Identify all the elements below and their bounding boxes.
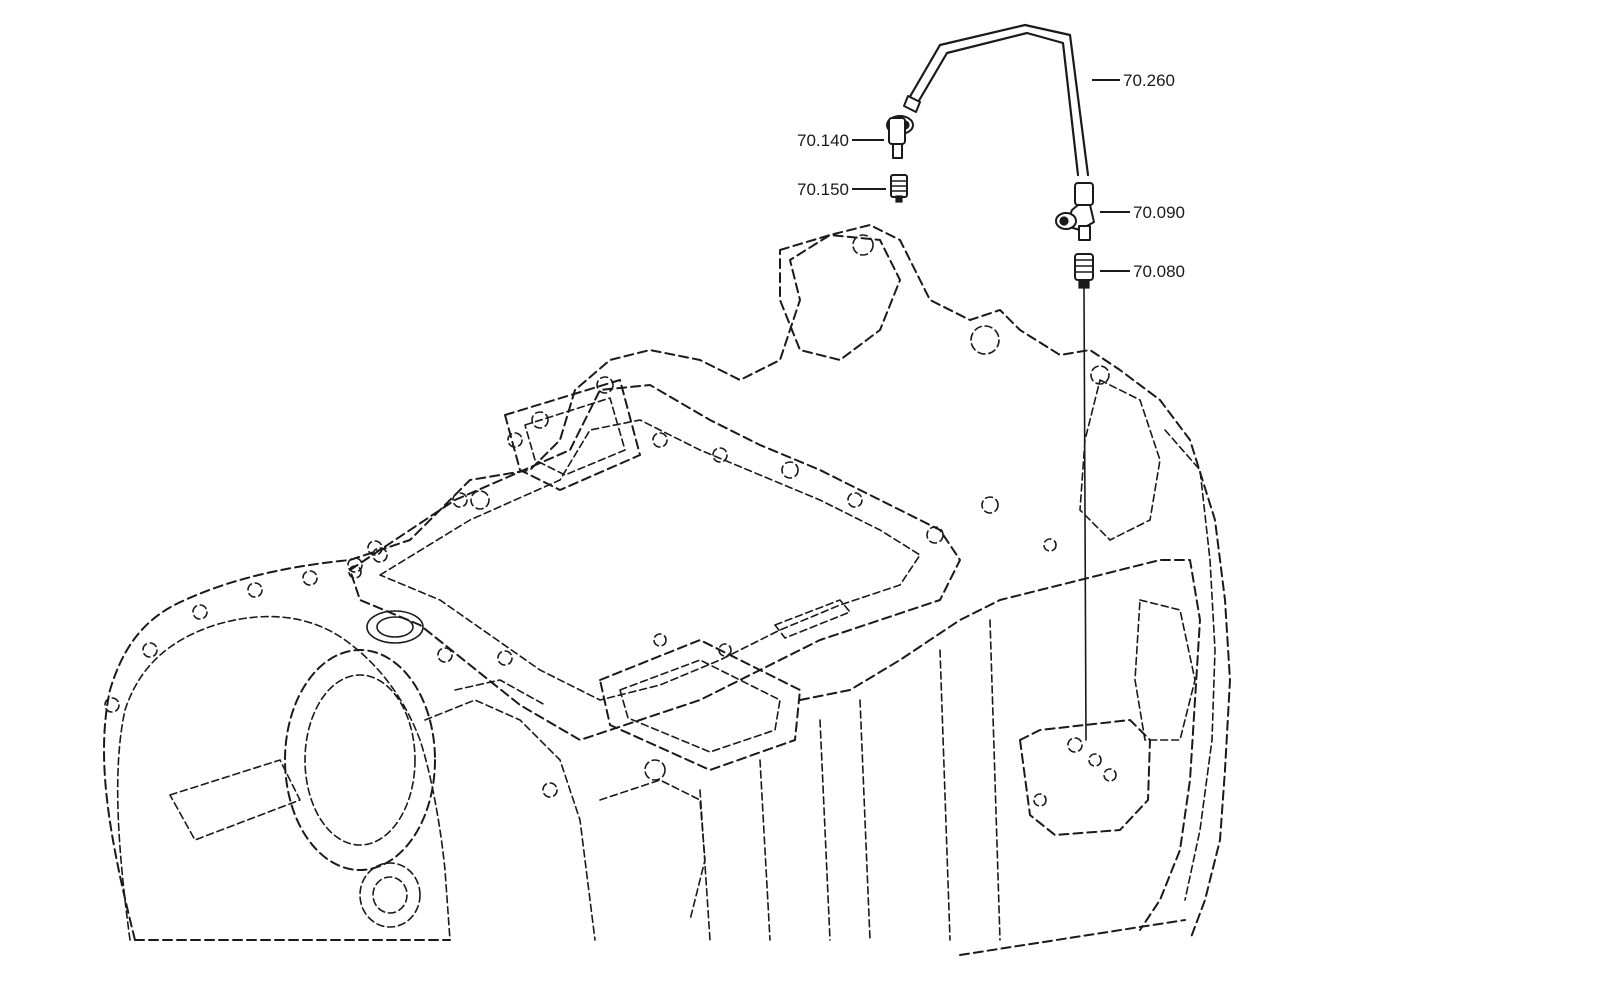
rib-1 (819, 719, 831, 941)
rib-5 (759, 759, 771, 941)
shift-unit (1019, 719, 1151, 836)
bolt-70-150 (890, 174, 908, 203)
top-gate-opening (504, 379, 641, 491)
banjo-fitting-70-140 (886, 115, 914, 159)
callout-70-150: 70.150 (797, 180, 849, 199)
front-surface (424, 699, 596, 941)
input-bore (284, 649, 436, 871)
inspection-cover (599, 639, 801, 771)
bell-housing-ring (116, 615, 451, 941)
rib-2 (859, 699, 871, 941)
top-bolt-holes (348, 376, 1057, 798)
bell-flange-bolts (104, 547, 388, 713)
main-body-right (799, 559, 1201, 931)
rear-tower (779, 234, 901, 361)
rib-4 (989, 619, 1001, 941)
callout-70-260: 70.260 (1123, 71, 1175, 90)
lower-bore (359, 862, 421, 928)
callout-70-140: 70.140 (797, 131, 849, 150)
rear-flange (1164, 429, 1216, 901)
top-slot (774, 599, 851, 639)
assembly-axis (1083, 287, 1087, 741)
transmission-housing (103, 224, 1231, 956)
input-bore-inner (304, 674, 416, 846)
callout-70-080: 70.080 (1133, 262, 1185, 281)
pipe-70-260 (903, 23, 1090, 177)
top-cover-frame (349, 384, 961, 741)
top-cover-inner (379, 419, 921, 701)
right-boss (1079, 379, 1161, 541)
tee-fitting-70-090 (1055, 182, 1095, 241)
bolt-70-080 (1074, 253, 1094, 741)
callouts: 70.260 70.140 70.150 70.090 70.080 (797, 71, 1185, 281)
emblem (366, 610, 424, 644)
bell-pad (169, 759, 301, 841)
bell-housing-outer (103, 224, 1231, 941)
rib-3 (939, 649, 951, 941)
callout-70-090: 70.090 (1133, 203, 1185, 222)
